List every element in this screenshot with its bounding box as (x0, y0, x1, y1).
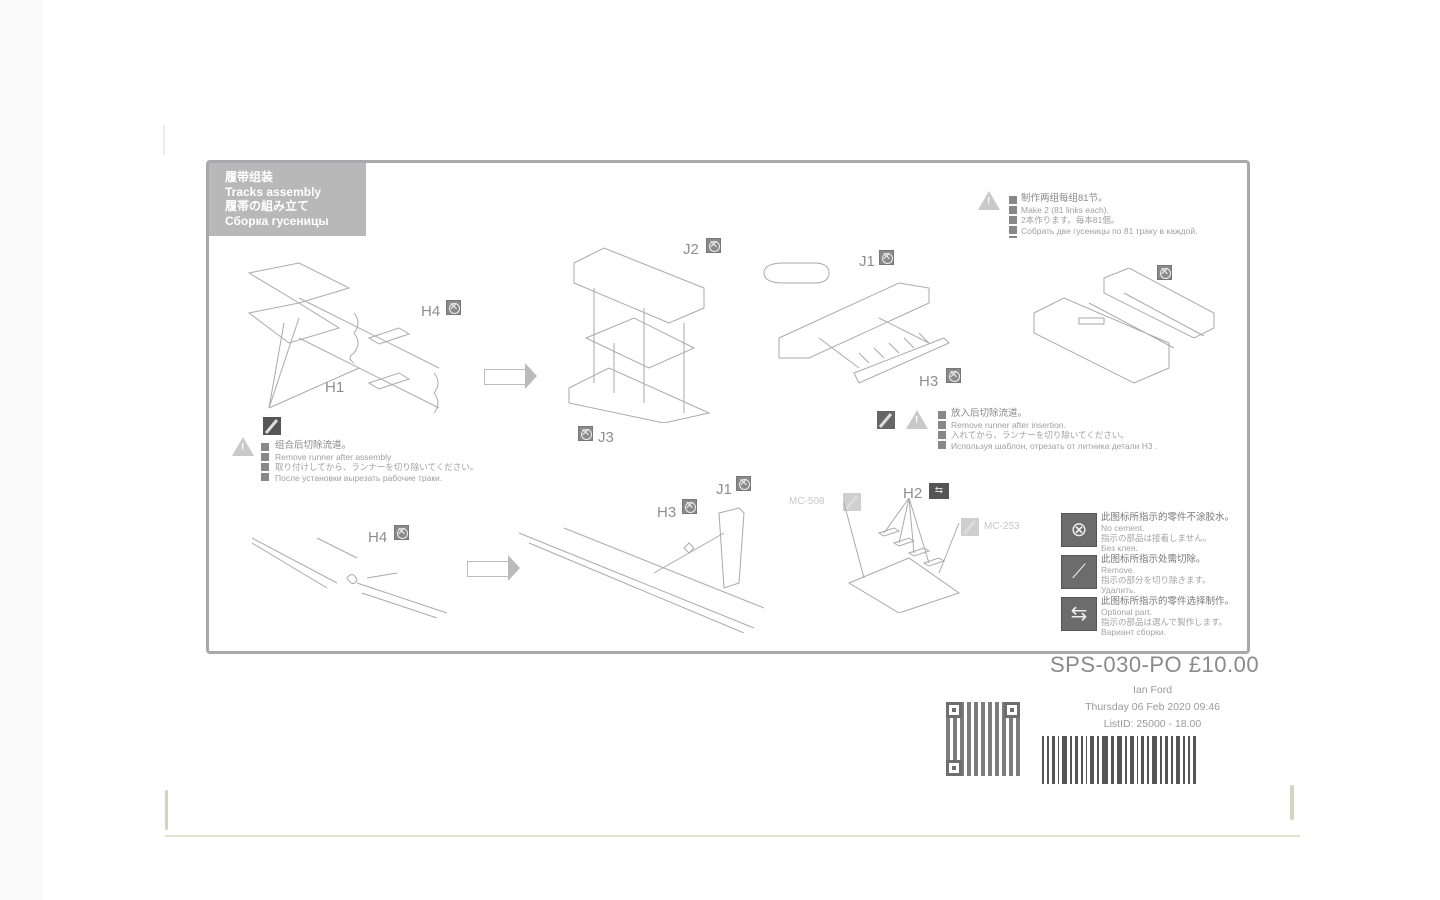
part-label-h4: H4 (368, 529, 388, 546)
customer-name: Ian Ford (1132, 684, 1173, 696)
part-label-j2: J2 (683, 241, 699, 258)
legend-row: ⊗ 此图标所指示的零件不涂胶水。 No cement. 指示の部品は接着しません… (1061, 511, 1246, 553)
timestamp: Thursday 06 Feb 2020 09:46 (1085, 701, 1220, 713)
no-cement-icon (879, 250, 894, 265)
section-title: 履带组装 Tracks assembly 履帯の組み立て Сборка гусе… (209, 163, 366, 236)
step4-drawing (1033, 268, 1215, 384)
warning-icon (232, 437, 254, 456)
remove-runner-icon (263, 417, 281, 435)
sku-price: SPS-030-PO £10.00 (1050, 652, 1260, 677)
title-ru: Сборка гусеницы (225, 213, 329, 228)
title-zh: 履带组装 (225, 170, 274, 184)
step7-drawing (843, 498, 961, 613)
symbol-legend: ⊗ 此图标所指示的零件不涂胶水。 No cement. 指示の部品は接着しません… (1061, 511, 1246, 637)
part-label-h1: H1 (325, 379, 345, 396)
no-cement-icon (394, 525, 409, 540)
instruction-sheet: 履带组装 Tracks assembly 履帯の組み立て Сборка гусе… (206, 160, 1250, 654)
no-cement-icon (446, 300, 461, 315)
step1-drawing (247, 262, 440, 414)
part-label-h3: H3 (919, 373, 939, 390)
step5-drawing (251, 537, 448, 618)
qr-code (946, 702, 1020, 776)
box-edge-right (1290, 785, 1294, 820)
box-edge-left (165, 790, 168, 830)
part-label-h2: H2 (903, 485, 923, 502)
paint-icon (961, 518, 979, 536)
step2-drawing (568, 247, 711, 423)
no-cement-icon (736, 476, 751, 491)
language-flags (1009, 196, 1017, 238)
paint-label-mc508: MC-508 (789, 496, 825, 507)
title-ja: 履帯の組み立て (225, 199, 310, 213)
no-cement-icon: ⊗ (1061, 513, 1097, 547)
part-label-h3: H3 (657, 504, 677, 521)
barcode (1042, 736, 1238, 784)
remove-runner-icon (877, 411, 895, 429)
no-cement-icon (682, 499, 697, 514)
paint-label-mc253: MC-253 (984, 521, 1020, 532)
part-label-h4: H4 (421, 303, 441, 320)
language-flags (938, 411, 946, 451)
warning-icon (906, 410, 928, 429)
language-flags (261, 443, 269, 483)
optional-part-icon: ⇆ (1061, 597, 1097, 631)
step6-drawing (518, 507, 764, 633)
box-corner (163, 125, 165, 155)
optional-part-icon: ⇆ (929, 483, 949, 499)
step1-note: 组合后切除流道。 Remove runner after assembly 取り… (275, 440, 479, 483)
part-label-j1: J1 (716, 481, 732, 498)
list-id: ListID: 25000 - 18.00 (1103, 718, 1202, 730)
no-cement-icon (578, 426, 593, 441)
step3-drawing (763, 262, 950, 384)
step3-note: 放入后切除流道。 Remove runner after insertion. … (951, 408, 1158, 451)
step-arrow (467, 555, 520, 581)
no-cement-icon (706, 238, 721, 253)
paint-icon (843, 493, 861, 511)
remove-icon: ⟋ (1061, 555, 1097, 589)
warning-icon (978, 191, 1000, 210)
step4-note: 制作两组每组81节。 Make 2 (81 links each). 2本作りま… (1021, 193, 1198, 236)
background-left (0, 0, 42, 900)
step-arrow (484, 363, 537, 389)
title-en: Tracks assembly (225, 184, 322, 199)
no-cement-icon (946, 368, 961, 383)
no-cement-icon (1157, 265, 1172, 280)
part-label-j3: J3 (598, 429, 614, 446)
legend-row: ⇆ 此图标所指示的零件选择制作。 Optional part. 指示の部品は選ん… (1061, 595, 1246, 637)
legend-row: ⟋ 此图标所指示处需切除。 Remove. 指示の部分を切り除きます。 Удал… (1061, 553, 1246, 595)
part-label-j1: J1 (859, 253, 875, 270)
price-sticker: SPS-030-PO £10.00 Ian Ford Thursday 06 F… (940, 652, 1260, 792)
